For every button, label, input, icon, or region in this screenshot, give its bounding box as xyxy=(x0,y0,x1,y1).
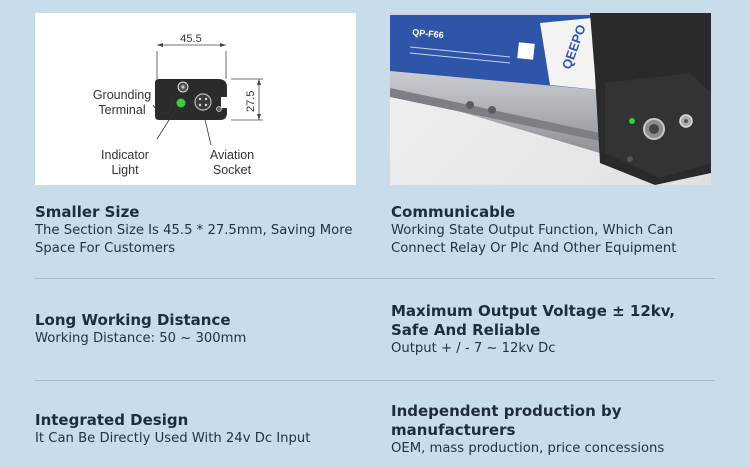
feature-desc-line1: Working State Output Function, Which Can xyxy=(391,223,674,238)
model-label: QP-F66 xyxy=(412,27,444,40)
feature-desc-line1: Output + / - 7 ~ 12kv Dc xyxy=(391,341,556,356)
feature-title: Long Working Distance xyxy=(35,311,231,329)
feature-desc-line1: It Can Be Directly Used With 24v Dc Inpu… xyxy=(35,431,311,446)
feature-long-working-distance: Long Working Distance Working Distance: … xyxy=(35,311,375,348)
indicator-label-2: Light xyxy=(111,163,139,177)
aviation-socket-icon xyxy=(194,93,212,111)
section-body xyxy=(155,79,227,120)
product-photo: QP-F66 QEEPO xyxy=(390,13,711,185)
feature-independent-production: Independent production by manufacturers … xyxy=(391,402,721,458)
feature-desc-line2: Connect Relay Or Plc And Other Equipment xyxy=(391,241,677,256)
qr-code-icon xyxy=(517,42,535,60)
feature-title-line2: manufacturers xyxy=(391,421,516,439)
product-illustration: QP-F66 QEEPO xyxy=(390,13,711,185)
indicator-label-1: Indicator xyxy=(101,148,149,162)
grounding-label-1: Grounding xyxy=(93,88,151,102)
feature-max-output-voltage: Maximum Output Voltage ± 12kv, Safe And … xyxy=(391,302,721,358)
indicator-light-icon xyxy=(176,98,186,108)
width-dimension-label: 45.5 xyxy=(180,33,201,45)
height-dimension-label: 27.5 xyxy=(245,91,257,112)
divider xyxy=(35,380,715,381)
feature-desc-line1: OEM, mass production, price concessions xyxy=(391,441,665,456)
feature-title: Integrated Design xyxy=(35,411,189,429)
feature-smaller-size: Smaller Size The Section Size Is 45.5 * … xyxy=(35,203,375,258)
feature-title-line1: Independent production by xyxy=(391,402,622,420)
feature-integrated-design: Integrated Design It Can Be Directly Use… xyxy=(35,411,375,448)
feature-desc-line1: The Section Size Is 45.5 * 27.5mm, Savin… xyxy=(35,223,353,238)
feature-title-line2: Safe And Reliable xyxy=(391,321,541,339)
aviation-label-2: Socket xyxy=(213,163,252,177)
section-diagram: 45.5 27.5 Grounding Terminal Indicator L… xyxy=(93,33,263,177)
feature-title: Communicable xyxy=(391,203,516,221)
aviation-label-1: Aviation xyxy=(210,148,254,162)
feature-communicable: Communicable Working State Output Functi… xyxy=(391,203,721,258)
section-diagram-image: 45.5 27.5 Grounding Terminal Indicator L… xyxy=(35,13,356,185)
feature-title-line1: Maximum Output Voltage ± 12kv, xyxy=(391,302,675,320)
indicator-light-photo-icon xyxy=(629,118,635,124)
feature-desc-line2: Space For Customers xyxy=(35,241,176,256)
divider xyxy=(35,278,715,279)
grounding-label-2: Terminal xyxy=(98,103,145,117)
feature-title: Smaller Size xyxy=(35,203,140,221)
feature-desc-line1: Working Distance: 50 ~ 300mm xyxy=(35,331,247,346)
